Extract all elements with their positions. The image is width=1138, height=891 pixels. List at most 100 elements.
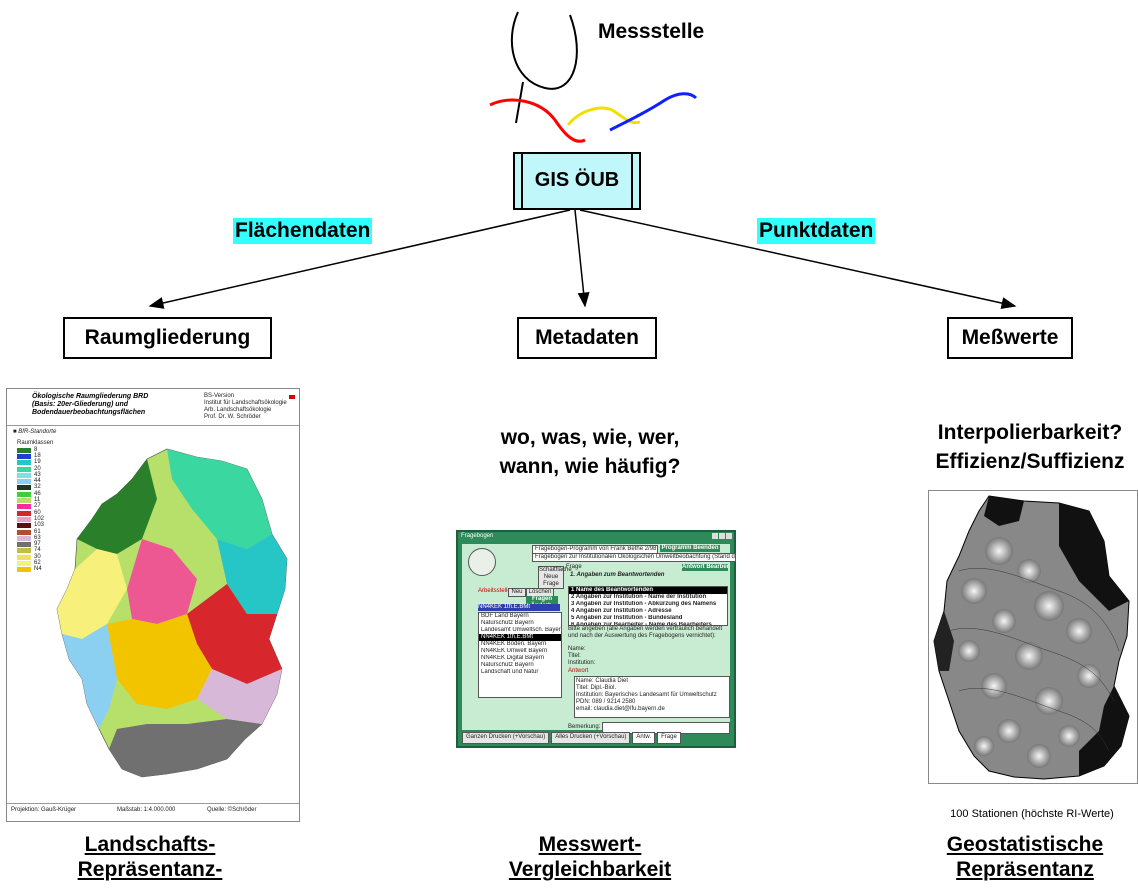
bottom-center-line-2: Vergleichbarkeit bbox=[508, 858, 672, 881]
map-south bbox=[107, 614, 212, 709]
arrows bbox=[148, 209, 1017, 309]
map-north-east bbox=[167, 449, 272, 549]
arrow-center bbox=[574, 209, 590, 308]
legend-label: 103 bbox=[34, 522, 45, 529]
left-list-item[interactable]: NN4KEK Boden. Bayern bbox=[481, 641, 547, 647]
legend-label: 61 bbox=[34, 528, 41, 535]
window-body: Fragebogen-Programm von Frank Bethe 2/98… bbox=[462, 544, 736, 734]
left-selected-item[interactable]: NN4KEK 1th.E.BMt bbox=[478, 604, 560, 611]
arrow-right bbox=[579, 209, 1017, 309]
station-label: Messstelle bbox=[598, 20, 705, 43]
new-entry-button[interactable]: Neu bbox=[508, 588, 526, 597]
map-alps bbox=[109, 719, 262, 777]
minimize-icon[interactable] bbox=[712, 533, 718, 539]
legend-item: 27 bbox=[17, 503, 44, 510]
dark-north-east bbox=[1059, 503, 1129, 611]
legend-item: 60 bbox=[17, 510, 44, 516]
legend-item: 97 bbox=[17, 541, 44, 547]
close-icon[interactable] bbox=[726, 533, 732, 539]
legend-item: 102 bbox=[17, 516, 44, 522]
bottom-center-line-1: Messwert- bbox=[538, 833, 642, 856]
map-north-west bbox=[77, 459, 157, 554]
left-list-item[interactable]: NN4KEK Umwelt Bayern bbox=[481, 648, 548, 654]
question-list-item[interactable]: 2 Angaben zur Institution - Name der Ins… bbox=[571, 594, 707, 600]
map-marker-label: BfR-Standorte bbox=[18, 429, 57, 435]
question-list-item[interactable]: 5 Angaben zur Institution - Bundesland bbox=[571, 615, 683, 621]
bottom-left-line-2: Repräsentanz- bbox=[77, 858, 223, 881]
metadata-question-line-2: wann, wie häufig? bbox=[499, 455, 681, 478]
legend-label: 102 bbox=[34, 515, 45, 522]
left-list-item[interactable]: NN4KEK Digital Bayern bbox=[481, 655, 545, 661]
interpolation-questions: Interpolierbarkeit? Effizienz/Suffizienz bbox=[915, 418, 1138, 476]
quit-program-button[interactable]: Programm Beenden bbox=[660, 545, 720, 552]
legend-swatch bbox=[17, 453, 31, 459]
question-title: 1. Angaben zum Beantwortenden bbox=[570, 572, 665, 578]
metadata-label: Metadaten bbox=[535, 326, 639, 349]
new-question-button[interactable]: Schaltfläche Neue Frage bbox=[538, 566, 572, 589]
legend-label: 30 bbox=[34, 553, 41, 560]
answer-line-4: PDN: 089 / 9214 2580 bbox=[576, 699, 636, 705]
legend-label: 18 bbox=[34, 452, 41, 459]
legend-item: 11 bbox=[17, 497, 44, 503]
legend-label: 44 bbox=[34, 478, 41, 485]
yellow-wave bbox=[566, 106, 641, 126]
left-list-item[interactable]: NN4KEK 1th.E.BMt bbox=[479, 634, 561, 641]
edit-answer-button[interactable]: Antwort Bearben bbox=[682, 564, 728, 571]
legend-swatch bbox=[17, 485, 31, 491]
stations-caption: 100 Stationen (höchste RI-Werte) bbox=[950, 808, 1114, 820]
legend-label: N4 bbox=[34, 566, 42, 573]
question-list-item[interactable]: 1 Name des Beantwortenden bbox=[569, 587, 727, 594]
legend-item: 46 bbox=[17, 491, 44, 497]
landscape-representativeness: Landschafts- Repräsentanz- bbox=[30, 832, 270, 882]
map-centre-west bbox=[57, 549, 127, 639]
legend-swatch bbox=[17, 560, 31, 566]
legend-label: 43 bbox=[34, 471, 41, 478]
question-list-item[interactable]: 3 Angaben zur Institution - Abkürzung de… bbox=[571, 601, 717, 607]
field-name: Name: bbox=[568, 646, 586, 652]
legend-item: 8 bbox=[17, 447, 44, 453]
answer-box[interactable]: Name: Claudia Diet Titel: Dipl.-Biol. In… bbox=[574, 676, 730, 718]
left-list-item[interactable]: Landschaft und Natur bbox=[481, 669, 539, 675]
legend-item: 103 bbox=[17, 522, 45, 529]
legend-swatch bbox=[17, 472, 31, 478]
tab-question[interactable]: Frage bbox=[657, 732, 681, 744]
maximize-icon[interactable] bbox=[719, 533, 725, 539]
legend-swatch bbox=[17, 567, 31, 573]
geostatistics-map-panel bbox=[928, 490, 1138, 784]
legend-label: 46 bbox=[34, 490, 41, 497]
spatial-classification-label: Raumgliederung bbox=[84, 326, 251, 349]
tab-print-all-preview[interactable]: Ganzen Drucken (+Vorschau) bbox=[462, 732, 550, 744]
left-list-item[interactable]: Landesamt Umweltsch. Bayern bbox=[481, 627, 561, 633]
left-list-item[interactable]: Naturschutz Bayern bbox=[481, 620, 534, 626]
legend-swatch bbox=[17, 479, 31, 485]
map-credit-line-4: Prof. Dr. W. Schröder bbox=[204, 414, 261, 420]
question-list-item[interactable]: 6 Angaben zur Bearbeiter - Name des Bear… bbox=[571, 622, 712, 626]
map-legend-title: Raumklassen bbox=[17, 440, 54, 446]
legend-label: 60 bbox=[34, 509, 41, 516]
section-label: Frage bbox=[566, 564, 582, 570]
area-data-label: Flächendaten bbox=[233, 218, 373, 244]
seal-icon bbox=[468, 548, 496, 576]
geostatistical-representativeness: Geostatistische Repräsentanz bbox=[912, 832, 1138, 882]
left-list-item[interactable]: BDF Land Bayern bbox=[481, 613, 529, 619]
tab-answer[interactable]: Antw. bbox=[632, 732, 656, 744]
gis-label: GIS ÖUB bbox=[534, 169, 620, 191]
questionnaire-window: Fragebogen Fragebogen-Programm von Frank… bbox=[456, 530, 736, 748]
map-footer-source: Quelle: ©Schröder bbox=[207, 807, 257, 813]
map-title-line-3: Bodendauerbeobachtungsflächen bbox=[32, 409, 146, 416]
arrow-left bbox=[148, 209, 571, 309]
tab-print-everything[interactable]: Alles Drucken (+Vorschau) bbox=[551, 732, 631, 744]
question-list-item[interactable]: 4 Angaben zur Institution - Adresse bbox=[571, 608, 672, 614]
legend-swatch bbox=[17, 554, 31, 560]
window-title: Fragebogen bbox=[461, 533, 494, 539]
interpolation-line-1: Interpolierbarkeit? bbox=[937, 421, 1123, 444]
window-tabs: Ganzen Drucken (+Vorschau) Alles Drucken… bbox=[462, 732, 730, 744]
left-list-item[interactable]: Naturschutz Bayern bbox=[481, 662, 534, 668]
station-pole bbox=[515, 81, 524, 124]
interpolation-spots bbox=[958, 537, 1101, 768]
germany-region-map bbox=[56, 448, 288, 778]
legend-label: 20 bbox=[34, 465, 41, 472]
map-south-east bbox=[187, 584, 282, 684]
